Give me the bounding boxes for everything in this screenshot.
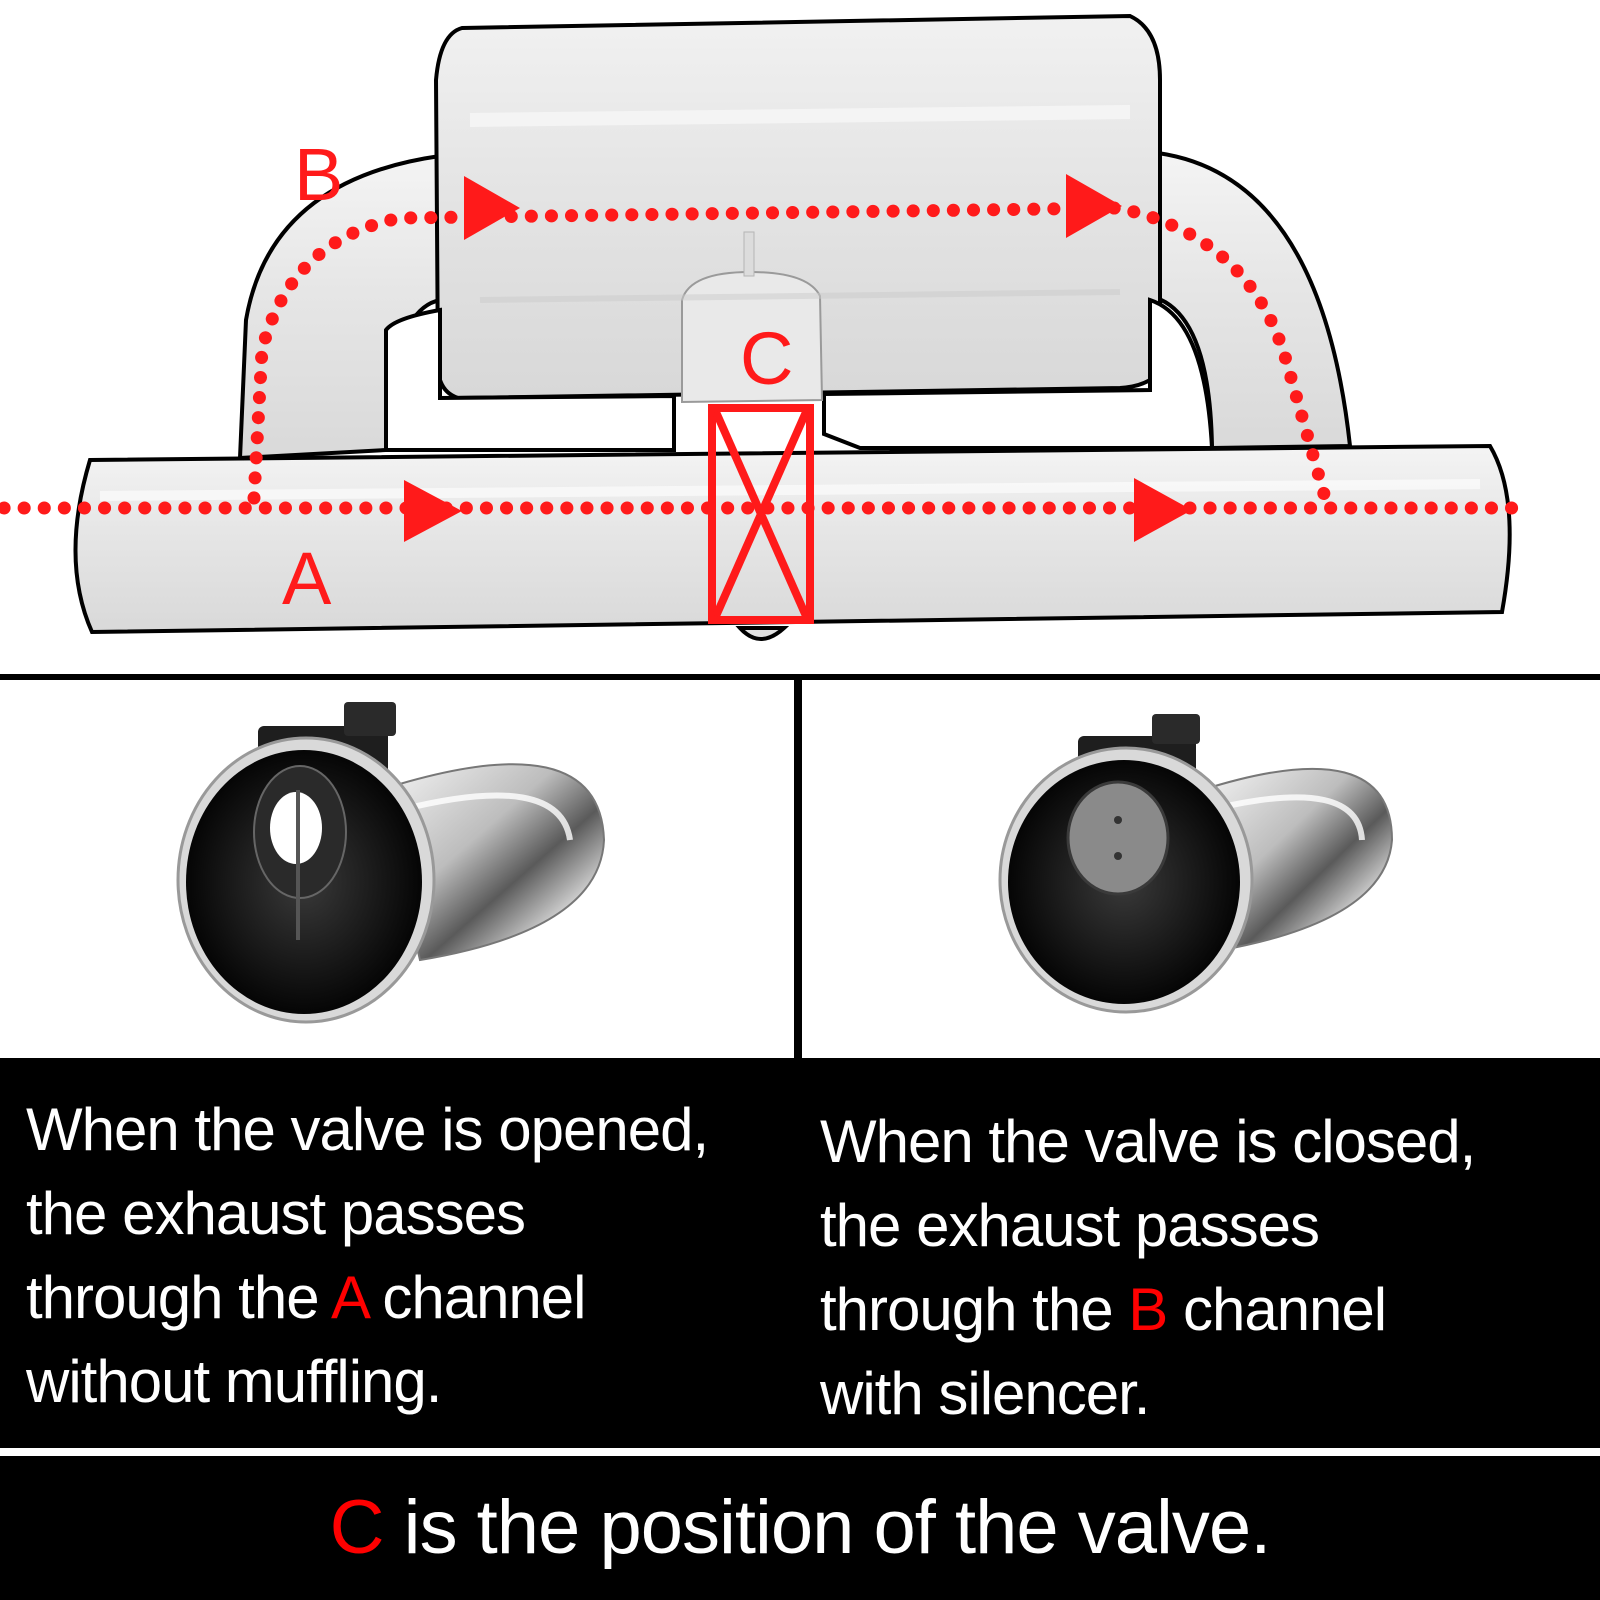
caption-line: with silencer. [820, 1360, 1150, 1427]
a-flow-arrow-2 [1134, 478, 1192, 542]
separator-band [0, 1448, 1600, 1456]
footer-text: is the position of the valve. [383, 1485, 1272, 1570]
b-flow-arrow-2 [1066, 174, 1122, 238]
closed-valve-photo [802, 680, 1600, 1058]
horizontal-divider [0, 674, 1600, 680]
exhaust-muffler-diagram: B A C [0, 13, 1519, 641]
vertical-divider [794, 680, 802, 1456]
caption-line: the exhaust passes [26, 1180, 526, 1247]
caption-line: without muffling. [26, 1348, 442, 1415]
closed-valve-caption: When the valve is closed, the exhaust pa… [802, 1058, 1600, 1448]
valve-position-marker [708, 404, 814, 624]
open-valve-photo [0, 680, 794, 1058]
open-valve-icon [176, 702, 606, 1024]
caption-line: through the B channel [820, 1276, 1387, 1343]
label-c: C [740, 317, 793, 400]
label-a: A [282, 537, 332, 620]
a-flow-arrow-1 [404, 480, 462, 542]
label-b: B [294, 133, 343, 216]
closed-valve-icon [998, 714, 1394, 1014]
right-bend-pipe [1148, 149, 1353, 451]
channel-a-highlight: A [330, 1264, 368, 1331]
caption-line: When the valve is opened, [26, 1096, 709, 1163]
channel-b-highlight: B [1128, 1276, 1168, 1343]
b-flow-arrow-1 [464, 176, 520, 240]
caption-line: the exhaust passes [820, 1192, 1320, 1259]
valve-position-footer: C is the position of the valve. [0, 1456, 1600, 1600]
footer-c-letter: C [329, 1485, 385, 1570]
caption-line: When the valve is closed, [820, 1108, 1476, 1175]
open-valve-caption: When the valve is opened, the exhaust pa… [0, 1058, 794, 1448]
caption-line: through the A channel [26, 1264, 587, 1331]
